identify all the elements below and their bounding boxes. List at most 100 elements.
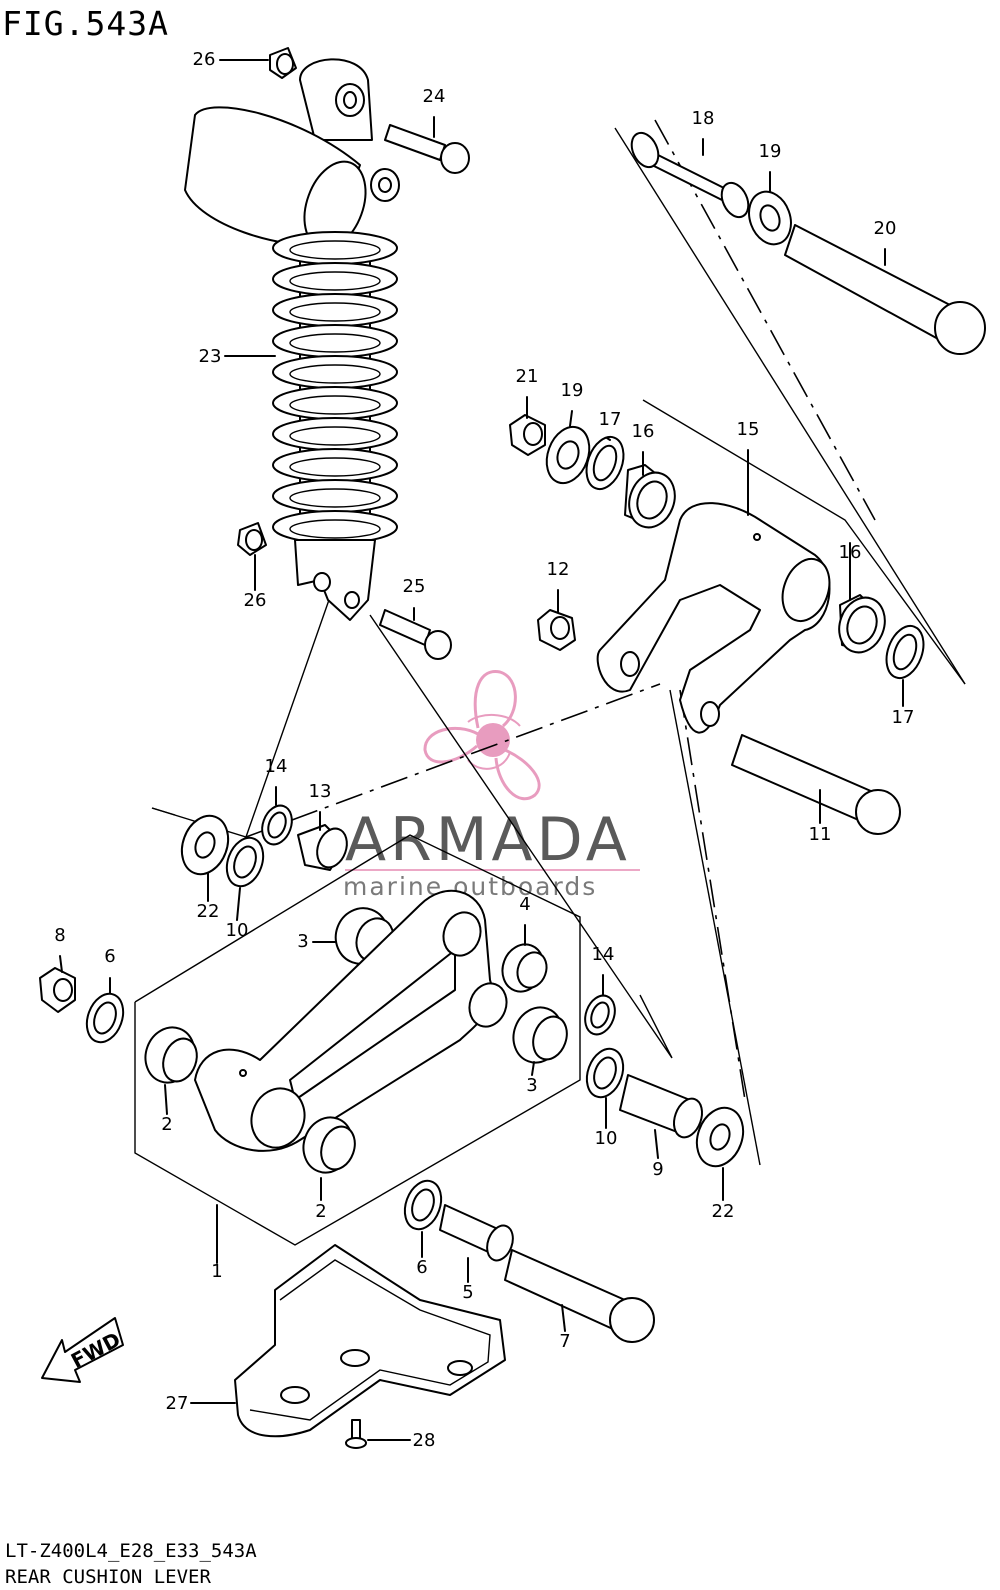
seal-17-upper <box>585 435 625 491</box>
nut-12 <box>537 609 576 651</box>
callout-c19b: 19 <box>561 380 584 401</box>
callout-c20: 20 <box>874 218 897 239</box>
callout-c15: 15 <box>737 419 760 440</box>
callout-c9: 9 <box>652 1159 663 1180</box>
callout-c6b: 6 <box>416 1257 427 1278</box>
spring-coil-inner <box>289 395 381 415</box>
callout-c7: 7 <box>559 1331 570 1352</box>
nut-26-lower <box>237 522 267 556</box>
lever-link-outline-right <box>369 614 673 1059</box>
callout-c3b: 3 <box>526 1075 537 1096</box>
callout-c2b: 2 <box>315 1201 326 1222</box>
callout-c8: 8 <box>54 925 65 946</box>
bolt-25 <box>379 609 452 660</box>
guard-27 <box>234 1244 506 1438</box>
spring-coil-inner <box>289 457 381 477</box>
callout-c25: 25 <box>403 576 426 597</box>
callout-c2a: 2 <box>161 1114 172 1135</box>
spring-coil-inner <box>289 240 381 260</box>
leader-line-c9 <box>654 1129 659 1159</box>
leader-line-c3b <box>531 1061 535 1076</box>
seal-17-lower <box>885 624 925 680</box>
spring-coil-inner <box>289 364 381 384</box>
lever-link-edge <box>151 807 176 816</box>
spacer-13 <box>297 824 348 871</box>
callout-c23: 23 <box>199 346 222 367</box>
callout-c28: 28 <box>413 1430 436 1451</box>
callout-c21: 21 <box>516 366 539 387</box>
bolt-20 <box>784 224 986 355</box>
seal-10-upper <box>225 836 265 888</box>
lever-link-outline-left <box>151 596 331 838</box>
seal-14-upper <box>261 804 293 846</box>
cushion-lever-outline <box>134 834 581 1246</box>
leader-line-c17a <box>606 437 611 441</box>
callout-c27: 27 <box>166 1393 189 1414</box>
bolt-28 <box>345 1419 367 1449</box>
callout-c26a: 26 <box>193 49 216 70</box>
callout-c22b: 22 <box>712 1201 735 1222</box>
callout-c11: 11 <box>809 824 832 845</box>
leader-line-c8 <box>59 955 63 973</box>
spring-coil-inner <box>289 271 381 291</box>
bolt-24 <box>384 124 470 174</box>
nut-21 <box>509 414 546 456</box>
spring-coil-inner <box>289 488 381 508</box>
spring-coil-inner <box>289 302 381 322</box>
spacer-5 <box>439 1204 514 1262</box>
callout-c5: 5 <box>462 1282 473 1303</box>
bearing-2-left <box>144 1026 198 1084</box>
bolt20-guide <box>614 127 966 685</box>
callout-labels: 1223345667891010111213141415161617171819… <box>54 49 914 1451</box>
leader-line-c19b <box>569 410 573 427</box>
bearing-16-upper <box>624 464 676 529</box>
nut-8 <box>39 967 76 1013</box>
callout-c17a: 17 <box>599 409 622 430</box>
spring-coil-inner <box>289 519 381 539</box>
cushion-rod-15 <box>596 502 831 734</box>
cushion-rod-outline <box>642 399 966 685</box>
bearing-16-lower <box>838 594 886 654</box>
bolt-11 <box>731 734 901 835</box>
callout-c22a: 22 <box>197 901 220 922</box>
callout-c13: 13 <box>309 781 332 802</box>
washer-19-upper <box>748 190 792 246</box>
forward-arrow-icon: FWD <box>41 1317 124 1383</box>
section-title: REAR CUSHION LEVER <box>5 1566 211 1588</box>
rear-shock-absorber <box>184 58 400 621</box>
leader-line-c7 <box>561 1304 566 1332</box>
callout-c16b: 16 <box>839 542 862 563</box>
washer-22-lower <box>695 1106 745 1168</box>
bolt-7 <box>504 1249 655 1343</box>
figure-title: FIG.543A <box>2 4 169 43</box>
centerline-1 <box>245 683 661 838</box>
nut-26-upper <box>269 47 297 79</box>
callout-c19a: 19 <box>759 141 782 162</box>
cushion-lever-1 <box>194 889 508 1152</box>
callout-c18: 18 <box>692 108 715 129</box>
bolt11-guide <box>669 689 761 1166</box>
callout-c6a: 6 <box>104 946 115 967</box>
spacer-18 <box>630 131 750 219</box>
seal-14-lower <box>584 994 616 1036</box>
seal-6-lower <box>403 1179 443 1231</box>
spacer-9 <box>619 1074 704 1139</box>
callout-c3a: 3 <box>297 931 308 952</box>
callout-c16a: 16 <box>632 421 655 442</box>
callout-c14a: 14 <box>265 756 288 777</box>
bearing-3-lower <box>512 1006 568 1064</box>
seal-6-left <box>85 992 125 1044</box>
callout-c10a: 10 <box>226 920 249 941</box>
callout-c24: 24 <box>423 86 446 107</box>
callout-c1: 1 <box>211 1261 222 1282</box>
washer-19-lower <box>545 425 591 485</box>
spring-coil-inner <box>289 426 381 446</box>
bearing-4 <box>501 943 548 993</box>
callout-c14b: 14 <box>592 944 615 965</box>
centerline-2 <box>654 119 876 521</box>
spring-coil-inner <box>289 333 381 353</box>
centerline-3 <box>679 689 746 1101</box>
leader-line-c10a <box>236 887 241 921</box>
watermark-brand: ARMADA <box>345 805 631 875</box>
